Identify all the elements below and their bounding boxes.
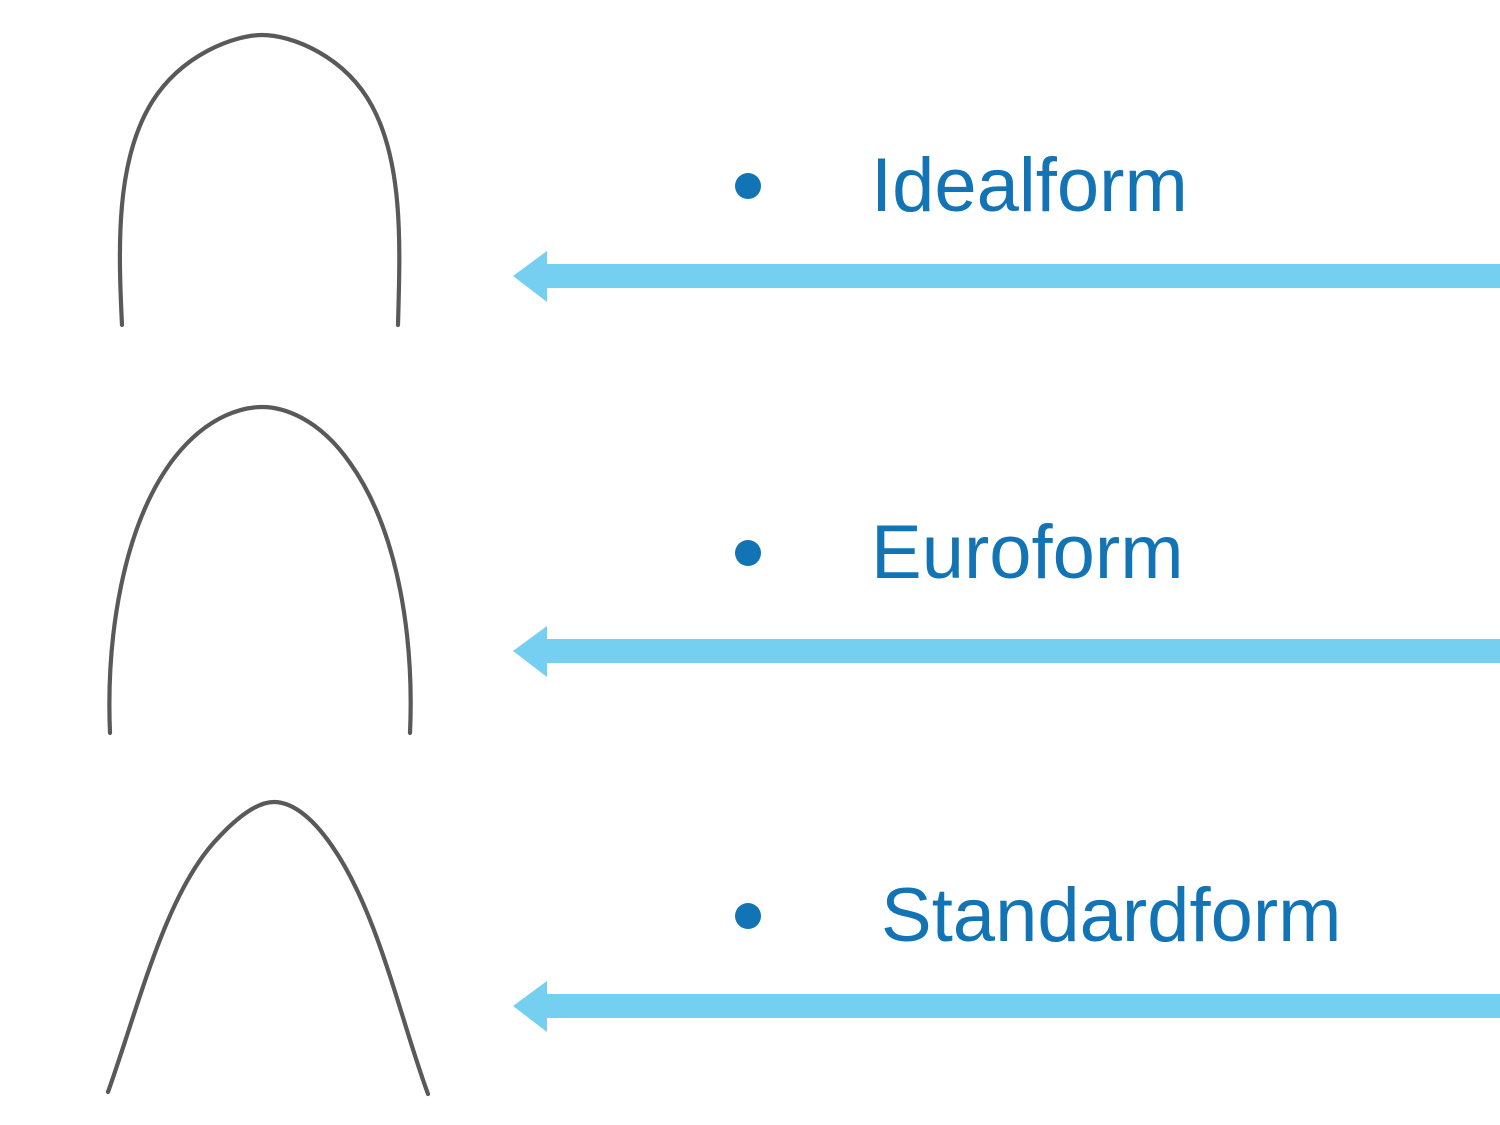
bullet-item-euroform: Euroform	[735, 515, 1184, 591]
bullet-dot-icon	[735, 903, 761, 929]
bullet-dot-icon	[735, 540, 761, 566]
left-arrow-standardform	[513, 981, 1500, 1032]
bullet-item-standardform: Standardform	[735, 878, 1341, 954]
bullet-label-idealform: Idealform	[871, 143, 1188, 228]
dental-arch-idealform	[117, 32, 402, 328]
left-arrow-euroform	[513, 626, 1500, 677]
bullet-label-standardform: Standardform	[881, 873, 1342, 958]
bullet-dot-icon	[735, 173, 761, 199]
dental-arch-standardform	[105, 799, 431, 1097]
dental-arch-euroform	[107, 404, 413, 736]
bullet-item-idealform: Idealform	[735, 148, 1188, 224]
bullet-label-euroform: Euroform	[871, 510, 1184, 595]
left-arrow-idealform	[513, 251, 1500, 302]
